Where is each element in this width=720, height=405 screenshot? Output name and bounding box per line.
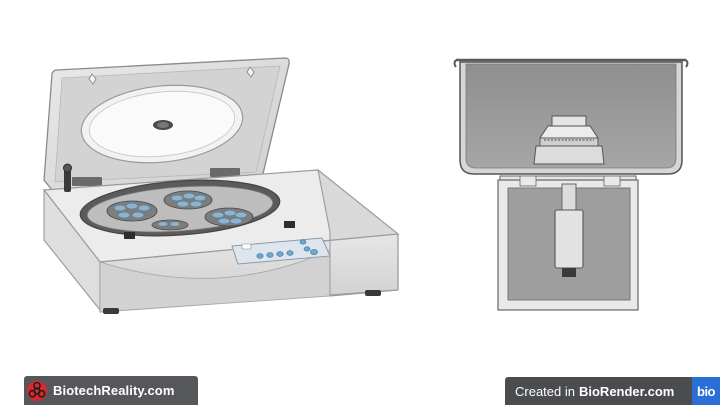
panel-button[interactable] [286,250,294,256]
tube-bucket [151,219,189,231]
centrifuge-cross-section [453,58,689,311]
centrifuge-lid [43,57,290,191]
drive-shaft [561,183,577,211]
panel-button[interactable] [303,246,311,252]
control-panel [231,237,331,265]
biotechreality-label: BiotechReality.com [53,383,175,398]
latch-receiver [124,232,135,239]
created-in-label: Created in [515,383,575,399]
biorender-badge[interactable]: Created in BioRender.com bio [505,377,720,405]
rotor-chamber [79,179,281,237]
panel-button[interactable] [299,239,307,245]
tube-bucket [106,200,158,222]
benchtop-centrifuge [42,57,400,314]
panel-display [241,243,252,250]
latch-receiver [284,221,295,228]
biorender-label: BioRender.com [578,383,675,399]
motor [554,209,584,269]
tube-bucket [163,190,213,210]
rotor-hub [533,115,605,165]
latch-knob [64,170,71,192]
tube-bucket [204,207,254,227]
biotechreality-badge[interactable]: BiotechReality.com [24,376,198,405]
panel-button[interactable] [310,249,318,255]
biohazard-icon [26,380,48,401]
bio-logo-icon: bio [692,377,720,405]
panel-button[interactable] [266,252,274,258]
panel-button[interactable] [256,253,264,259]
panel-button[interactable] [276,251,284,257]
